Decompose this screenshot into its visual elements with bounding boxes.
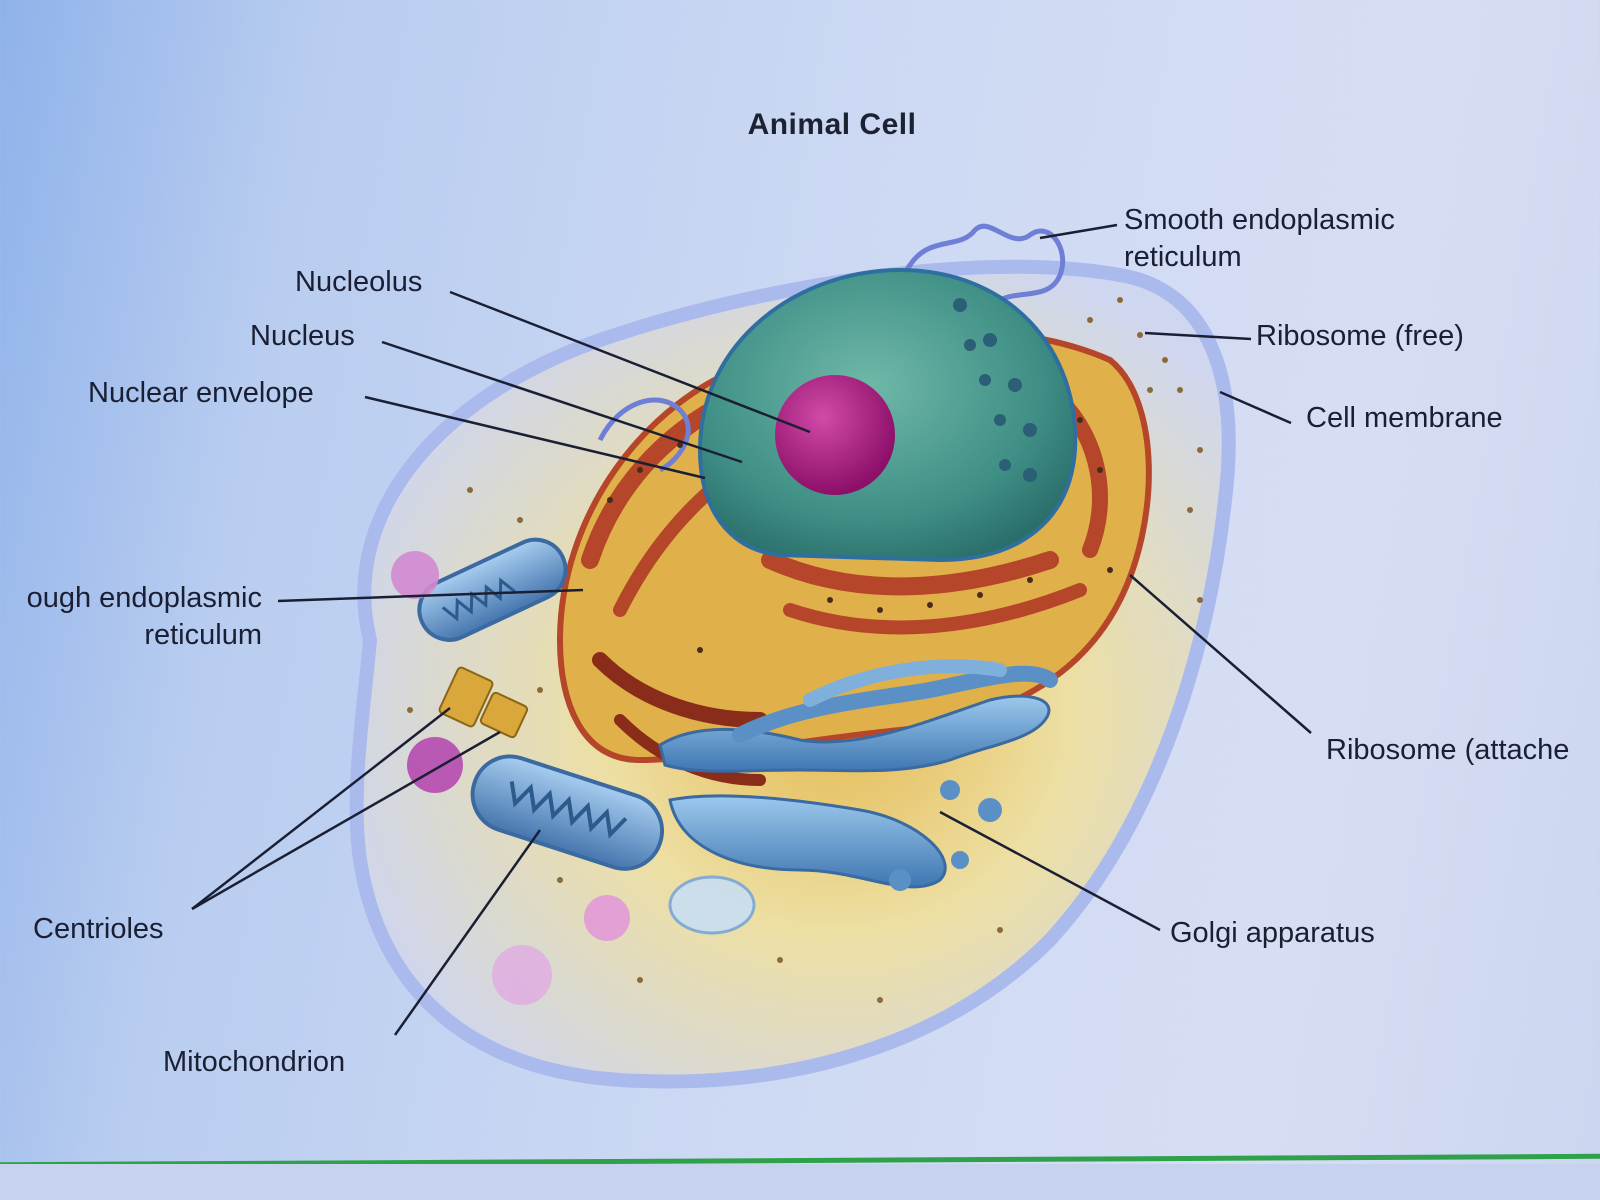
nuclear-pores xyxy=(953,298,1037,482)
free-ribosomes xyxy=(407,297,1203,1003)
label-golgi: Golgi apparatus xyxy=(1170,917,1375,949)
leader-golgi xyxy=(939,810,1161,932)
attached-ribosomes xyxy=(607,417,1113,653)
leader-nucleolus xyxy=(449,290,811,434)
mitochondrion-shape xyxy=(417,537,665,871)
label-nucleus: Nucleus xyxy=(250,320,355,352)
leader-cell-membrane xyxy=(1219,390,1292,425)
centrioles-shape xyxy=(438,666,529,739)
label-nuclear-envelope: Nuclear envelope xyxy=(88,377,314,409)
label-smooth-er: Smooth endoplasmic reticulum xyxy=(1124,204,1395,273)
leader-lines xyxy=(191,223,1312,1036)
vesicles xyxy=(391,551,756,1005)
label-mitochondrion: Mitochondrion xyxy=(163,1046,346,1078)
leader-smooth-er xyxy=(1039,223,1118,240)
label-rough-er: ough endoplasmic reticulum xyxy=(26,582,262,651)
label-ribosome-free: Ribosome (free) xyxy=(1256,320,1464,352)
leader-mitochondrion xyxy=(393,829,542,1036)
leader-ribosome-attached xyxy=(1129,574,1312,734)
leader-rough-er xyxy=(277,588,584,603)
leader-nucleus xyxy=(381,340,743,464)
golgi-shape xyxy=(658,659,1058,891)
leader-nuclear-envelope xyxy=(364,395,706,480)
label-ribosome-attached: Ribosome (attache xyxy=(1326,734,1570,766)
leader-ribosome-free xyxy=(1144,331,1252,341)
leader-centrioles-a xyxy=(191,707,451,910)
diagram-title: Animal Cell xyxy=(747,108,917,141)
label-cell-membrane: Cell membrane xyxy=(1306,402,1503,434)
page-bottom-margin xyxy=(0,1164,1600,1200)
label-centrioles: Centrioles xyxy=(33,913,164,945)
label-nucleolus: Nucleolus xyxy=(295,266,423,298)
leader-centrioles-b xyxy=(191,730,501,911)
nucleolus-shape xyxy=(775,375,895,495)
